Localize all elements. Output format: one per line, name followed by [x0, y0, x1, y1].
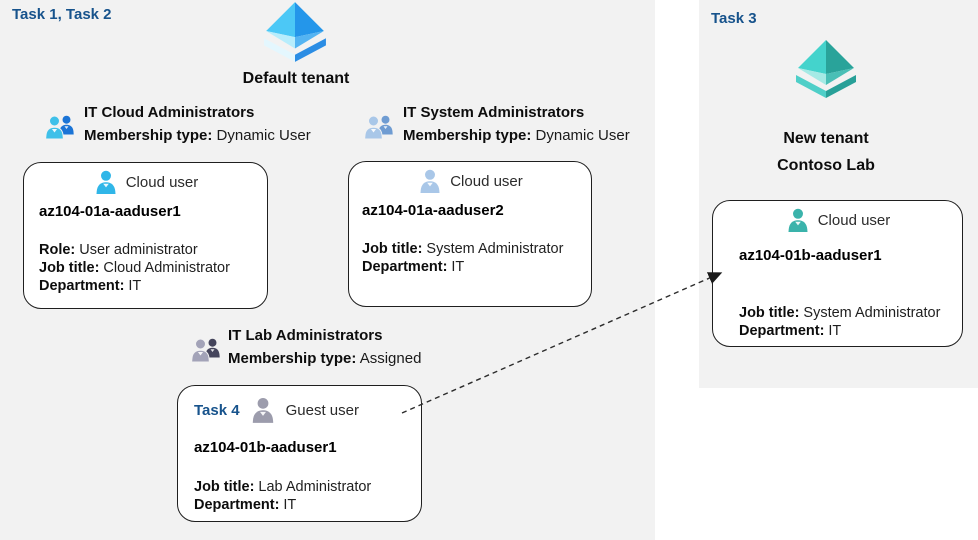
- cloud-user-person-icon-steel: [420, 169, 440, 193]
- task-1-2-label: Task 1, Task 2: [12, 6, 112, 23]
- group-name: IT System Administrators: [403, 104, 585, 121]
- group-header-it-lab-admins: IT Lab Administrators Membership type: A…: [228, 327, 421, 367]
- field-job-title: Job title:System Administrator: [362, 241, 564, 257]
- field-department: Department:IT: [194, 497, 297, 513]
- field-department: Department:IT: [739, 323, 842, 339]
- card-user-type-row: Cloud user: [24, 169, 267, 195]
- task-4-label: Task 4: [194, 401, 240, 419]
- new-tenant-user-card: Cloud user az104-01b-aaduser1 Job title:…: [712, 200, 963, 347]
- user-fields: Role:User administrator Job title:Cloud …: [39, 241, 230, 295]
- field-job-title: Job title:Lab Administrator: [194, 479, 372, 495]
- new-tenant-line2: Contoso Lab: [777, 157, 875, 174]
- task-3-label: Task 3: [711, 10, 757, 27]
- username: az104-01a-aaduser2: [362, 202, 504, 219]
- group-people-icon-gray: [191, 338, 220, 363]
- field-job-title: Job title:System Administrator: [739, 305, 941, 321]
- new-tenant-title: New tenant Contoso Lab: [726, 125, 926, 179]
- group-people-icon-blue: [45, 115, 74, 140]
- user-fields: Job title:Lab Administrator Department:I…: [194, 478, 371, 514]
- user-type-label: Cloud user: [817, 211, 891, 229]
- guest-user-card: Task 4 Guest user az104-01b-aaduser1 Job…: [177, 385, 422, 522]
- user-type-label: Guest user: [285, 401, 359, 419]
- cloud-user-person-icon-cyan: [96, 170, 116, 194]
- username: az104-01b-aaduser1: [739, 247, 882, 264]
- group-header-it-cloud-admins: IT Cloud Administrators Membership type:…: [84, 104, 311, 144]
- guest-user-person-icon-gray: [252, 397, 273, 423]
- azure-ad-tenant-icon-teal: [796, 40, 856, 98]
- cloud-user-person-icon-teal: [788, 208, 808, 232]
- group-membership: Membership type: Assigned: [228, 350, 422, 367]
- new-tenant-line1: New tenant: [783, 130, 869, 147]
- field-role: Role:User administrator: [39, 242, 198, 258]
- group-name: IT Cloud Administrators: [84, 104, 255, 121]
- card-user-type-row: Cloud user: [713, 207, 962, 233]
- user-fields: Job title:System Administrator Departmen…: [739, 304, 940, 340]
- card-user-type-row: Task 4 Guest user: [194, 396, 359, 424]
- card-user-type-row: Cloud user: [349, 168, 591, 194]
- username: az104-01b-aaduser1: [194, 439, 337, 456]
- user-card-aaduser1: Cloud user az104-01a-aaduser1 Role:User …: [23, 162, 268, 309]
- field-department: Department:IT: [39, 278, 142, 294]
- field-department: Department:IT: [362, 259, 465, 275]
- field-job-title: Job title:Cloud Administrator: [39, 260, 230, 276]
- group-header-it-system-admins: IT System Administrators Membership type…: [403, 104, 630, 144]
- user-fields: Job title:System Administrator Departmen…: [362, 240, 563, 276]
- group-membership: Membership type: Dynamic User: [84, 127, 311, 144]
- username: az104-01a-aaduser1: [39, 203, 181, 220]
- group-people-icon-steel: [364, 115, 393, 140]
- azure-ad-tenant-icon-blue: [264, 2, 326, 62]
- group-membership: Membership type: Dynamic User: [403, 127, 630, 144]
- user-type-label: Cloud user: [450, 172, 523, 190]
- default-tenant-title: Default tenant: [242, 70, 350, 87]
- group-name: IT Lab Administrators: [228, 327, 383, 344]
- user-type-label: Cloud user: [125, 173, 199, 191]
- user-card-aaduser2: Cloud user az104-01a-aaduser2 Job title:…: [348, 161, 592, 307]
